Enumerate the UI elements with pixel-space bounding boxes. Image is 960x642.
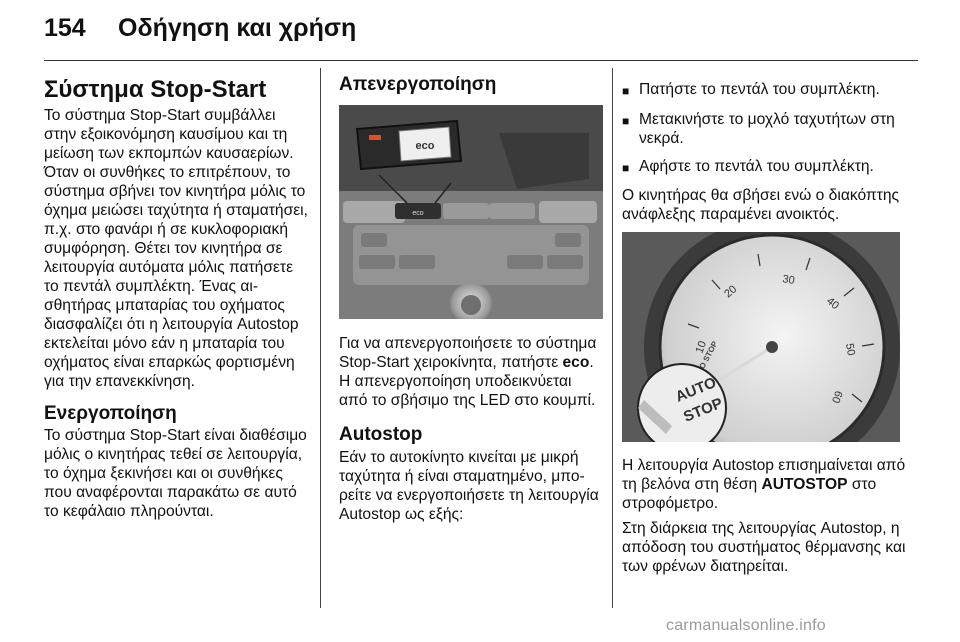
- intro-paragraph: Το σύστημα Stop-Start συμβάλλει στην εξο…: [44, 107, 308, 390]
- section-heading: Σύστημα Stop-Start: [44, 76, 267, 103]
- dashboard-figure: eco eco: [339, 105, 603, 319]
- autostop-paragraph: Εάν το αυτοκίνητο κινείται με μικρή ταχύ…: [339, 449, 599, 523]
- eco-button-label: eco: [416, 140, 435, 152]
- activation-heading: Ενεργοποίηση: [44, 403, 177, 424]
- deactivation-heading: Απενεργοποίηση: [339, 74, 497, 95]
- page-header: 154 Οδήγηση και χρήση: [0, 0, 960, 58]
- small-eco-label: eco: [412, 210, 423, 217]
- column-divider: [320, 68, 321, 608]
- heating-brakes-paragraph: Στη διάρκεια της λειτουργίας Autostop, η…: [622, 520, 906, 575]
- header-rule: [44, 60, 918, 61]
- tachometer-illustration: 10 20 30 40 50 60 AUTO STOP AUTO STOP: [622, 232, 900, 442]
- autostop-keyword: AUTOSTOP: [761, 476, 848, 493]
- bullet-icon: ■: [622, 84, 630, 98]
- bullet-icon: ■: [622, 161, 630, 175]
- center-console-illustration: eco eco: [339, 105, 603, 319]
- list-item: ■ Αφήστε το πεντάλ του συμπλέκτη.: [622, 157, 906, 178]
- tick-50: 50: [843, 342, 857, 356]
- tick-60: 60: [829, 389, 844, 405]
- column-divider: [612, 68, 613, 608]
- watermark: carmanualsonline.info: [666, 617, 826, 634]
- autostop-heading: Autostop: [339, 424, 423, 445]
- tick-10: 10: [694, 339, 709, 355]
- eco-keyword: eco: [562, 354, 590, 371]
- activation-paragraph: Το σύστημα Stop-Start είναι διαθέ­σιμο μ…: [44, 427, 307, 520]
- deactivation-paragraph: Για να απενεργοποιήσετε το σύ­στημα Stop…: [339, 335, 597, 409]
- tachometer-figure: 10 20 30 40 50 60 AUTO STOP AUTO STOP: [622, 232, 900, 442]
- list-item: ■ Πατήστε το πεντάλ του συμπλέκτη.: [622, 80, 906, 101]
- column-2: Απενεργοποίηση eco: [339, 70, 603, 524]
- chapter-title: Οδήγηση και χρήση: [118, 14, 357, 42]
- autostop-indicator-paragraph: Η λειτουργία Autostop επισημαίνεται από …: [622, 457, 906, 512]
- steps-list: ■ Πατήστε το πεντάλ του συμπλέκτη. ■ Μετ…: [622, 80, 906, 178]
- tick-30: 30: [781, 273, 795, 287]
- engine-stop-paragraph: Ο κινητήρας θα σβήσει ενώ ο διακό­πτης α…: [622, 187, 900, 223]
- page-number: 154: [44, 14, 86, 42]
- bullet-icon: ■: [622, 114, 630, 128]
- column-3: ■ Πατήστε το πεντάλ του συμπλέκτη. ■ Μετ…: [622, 70, 906, 576]
- list-item: ■ Μετακινήστε το μοχλό ταχυτήτων στη νεκ…: [622, 111, 895, 147]
- column-1: Σύστημα Stop-Start Το σύστημα Stop-Start…: [44, 70, 308, 521]
